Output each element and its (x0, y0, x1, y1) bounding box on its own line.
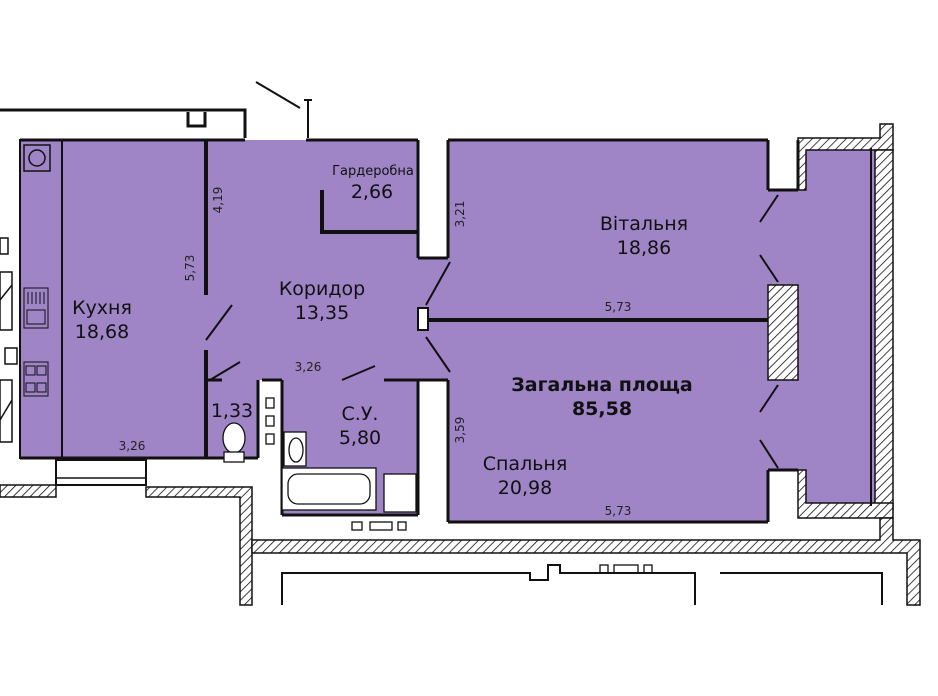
room-labels: Кухня 18,68 Коридор 13,35 Гардеробна 2,6… (72, 164, 693, 499)
wardrobe-area: 2,66 (351, 181, 393, 203)
dim-corridor-vertical-bottom: 5,73 (183, 255, 197, 282)
dim-bedroom-bottom: 5,73 (605, 504, 632, 518)
balcony-wall-right (874, 149, 894, 511)
total-area: 85,58 (572, 398, 632, 420)
bedroom-name: Спальня (483, 453, 568, 475)
bathtub-icon (281, 467, 417, 513)
lower-outline (281, 564, 883, 605)
living-name: Вітальня (600, 213, 688, 235)
bottom-wall-mid (145, 486, 253, 606)
walls (0, 108, 872, 524)
kitchen-area: 18,68 (75, 321, 129, 343)
kitchen-name: Кухня (72, 297, 132, 319)
stove-icon (23, 144, 51, 172)
balcony-fill (800, 145, 874, 507)
living-area: 18,86 (617, 237, 671, 259)
door-swing-icon (205, 81, 779, 469)
sink-icon (23, 287, 49, 329)
dim-corridor-bottom: 3,26 (295, 360, 322, 374)
living-bedroom-fill (448, 140, 875, 522)
pillar (417, 307, 429, 331)
bedroom-area: 20,98 (498, 477, 552, 499)
wardrobe-name: Гардеробна (332, 164, 414, 179)
toilet-icon (222, 422, 246, 463)
bottom-wall-right (251, 517, 921, 606)
bathroom-area: 5,80 (339, 427, 381, 449)
stair-well (186, 112, 207, 128)
window-icon (0, 237, 147, 486)
dim-living-bottom: 5,73 (605, 300, 632, 314)
corridor-name: Коридор (279, 278, 365, 300)
balcony-post-mid (767, 284, 799, 381)
dim-kitchen-bottom: 3,26 (119, 439, 146, 453)
dim-corridor-vertical-top: 4,19 (211, 187, 225, 214)
washbasin-icon (283, 431, 307, 467)
bathroom-name: С.У. (342, 403, 379, 425)
total-label: Загальна площа (511, 374, 692, 396)
hatched-walls (0, 123, 921, 606)
cooktop-icon (23, 361, 49, 397)
balcony-wall-bottom (797, 469, 894, 519)
dimension-labels: 3,26 4,19 5,73 3,26 3,21 5,73 3,59 5,73 (119, 187, 632, 518)
exterior-wall-top-left (0, 108, 247, 138)
wardrobe-partition (320, 190, 418, 234)
bottom-wall-left (0, 484, 57, 498)
dim-bedroom-left: 3,59 (453, 417, 467, 444)
dim-living-left: 3,21 (453, 201, 467, 228)
wc-area: 1,33 (211, 400, 253, 422)
corridor-area: 13,35 (295, 302, 349, 324)
